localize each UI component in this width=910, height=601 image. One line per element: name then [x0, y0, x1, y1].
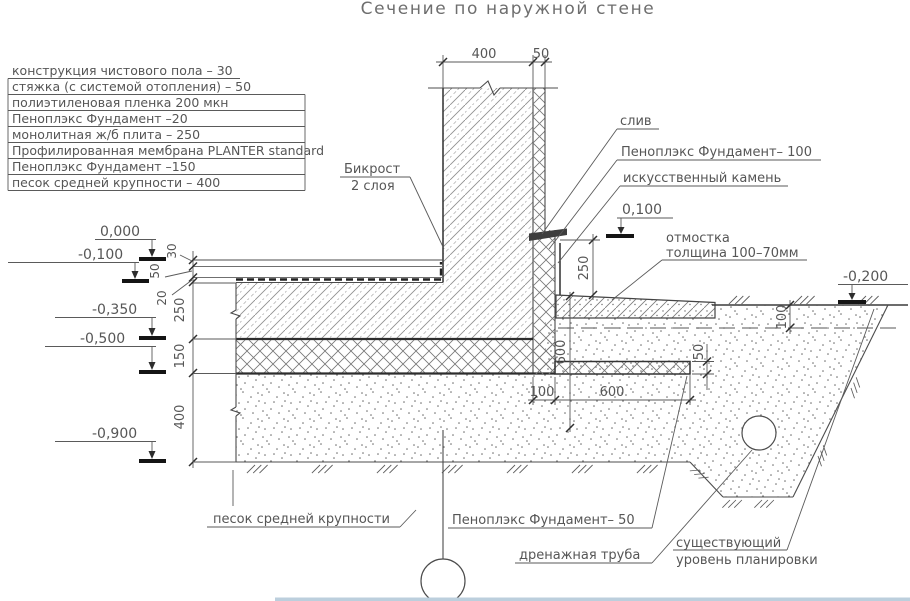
- left-cut-line: [229, 282, 242, 462]
- spec-row: Пеноплэкс Фундамент –20: [12, 111, 188, 126]
- spec-row: стяжка (с системой отопления) – 50: [12, 79, 251, 94]
- left-dimension-chain: 30 50 20 250 150 400: [148, 243, 236, 468]
- drawing-title: Сечение по наружной стене: [361, 0, 656, 19]
- depth-dimension-600: 600: [554, 291, 575, 433]
- callout-label: Бикрост: [344, 162, 401, 177]
- spec-row: полиэтиленовая пленка 200 мкн: [12, 95, 228, 110]
- floor-layer-lines: [193, 259, 443, 281]
- spec-row: конструкция чистового пола – 30: [12, 63, 233, 78]
- callout-penoplex-50: Пеноплэкс Фундамент– 50: [448, 375, 688, 529]
- dim-base-600: 600: [600, 385, 625, 400]
- dim-layer-20: 20: [155, 290, 169, 305]
- underslab-insulation-region: [236, 340, 555, 375]
- elevation-flag-m0350: -0,350: [55, 302, 166, 340]
- elevation-label: 0,100: [622, 202, 662, 218]
- callout-label: слив: [620, 114, 652, 129]
- footer-strip: [275, 597, 910, 601]
- dim-50: 50: [533, 47, 550, 62]
- callout-label: дренажная труба: [519, 548, 640, 563]
- plinth-dimension-250: 250: [560, 234, 600, 300]
- callout-label: песок средней крупности: [213, 512, 390, 527]
- elevation-label: -0,100: [78, 247, 123, 263]
- elevation-label: -0,500: [80, 331, 125, 347]
- wall-break-line: [428, 80, 558, 97]
- callout-label: существующий: [676, 536, 781, 551]
- sand-fill-region: [236, 305, 888, 497]
- callout-sand: песок средней крупности: [207, 470, 417, 528]
- callout-penoplex-100: Пеноплэкс Фундамент– 100: [548, 145, 821, 250]
- dim-base-100: 100: [530, 385, 555, 400]
- dim-skirt-50: 50: [692, 344, 707, 361]
- callout-label: искусственный камень: [623, 171, 781, 186]
- callout-existing-grade: существующий уровень планировки: [673, 308, 875, 568]
- callout-artificial-stone: искусственный камень: [557, 171, 788, 264]
- elevation-label: -0,350: [92, 302, 137, 318]
- skirt-dimension-50: 50: [692, 344, 714, 390]
- blind-area-region: [555, 294, 716, 319]
- dim-layer-30: 30: [165, 243, 179, 258]
- dim-layer-400: 400: [173, 405, 188, 430]
- spec-row: монолитная ж/б плита – 250: [12, 127, 200, 142]
- elevation-label: 0,000: [100, 224, 140, 240]
- wall-and-slab-region: [236, 88, 534, 374]
- plinth-insulation-strip: [533, 230, 556, 374]
- callout-otmostka: отмостка толщина 100–70мм: [611, 231, 807, 301]
- elevation-flag-m0200: -0,200: [838, 269, 908, 304]
- elevation-flag-p0100: 0,100: [606, 202, 673, 238]
- callout-bikrost: Бикрост 2 слоя: [340, 162, 445, 250]
- drain-pipe-circle: [741, 415, 777, 451]
- dim-plinth-250: 250: [577, 256, 592, 281]
- callout-drain-pipe: дренажная труба: [515, 449, 753, 564]
- wall-insulation-strip: [533, 88, 546, 232]
- elevation-flag-0000: 0,000: [95, 224, 166, 261]
- elevation-label: -0,900: [92, 426, 137, 442]
- spec-row: Профилированная мембрана PLANTER standar…: [12, 143, 324, 158]
- callout-label: отмостка: [666, 231, 730, 246]
- callout-sliv: слив: [541, 114, 659, 235]
- dim-layer-250: 250: [173, 298, 188, 323]
- elevation-flag-m0500: -0,500: [45, 331, 166, 374]
- base-dimension-100-600: 100 600: [528, 377, 696, 405]
- grade-dimension-100: 100: [775, 300, 795, 334]
- top-dimension: 400 50: [436, 47, 552, 88]
- dim-depth-600: 600: [554, 340, 569, 365]
- planter-membrane-line: [236, 262, 443, 281]
- dim-layer-50: 50: [148, 263, 162, 278]
- elevation-flag-m0100: -0,100: [8, 247, 149, 283]
- floor-spec-table: конструкция чистового пола – 30 стяжка (…: [7, 63, 324, 191]
- callout-label: Пеноплэкс Фундамент– 50: [452, 513, 635, 528]
- elevation-label: -0,200: [843, 269, 888, 285]
- dim-grade-100: 100: [775, 305, 790, 330]
- callout-label: Пеноплэкс Фундамент– 100: [621, 145, 812, 160]
- dim-layer-150: 150: [173, 344, 188, 369]
- drip-sill: [529, 228, 567, 241]
- dim-400: 400: [472, 47, 497, 62]
- callout-label: 2 слоя: [351, 179, 395, 194]
- callout-label: толщина 100–70мм: [666, 246, 799, 261]
- elevation-flag-m0900: -0,900: [55, 426, 166, 463]
- spec-row: песок средней крупности – 400: [12, 175, 220, 190]
- bottom-marker: [420, 430, 466, 601]
- skirt-insulation-region: [554, 360, 691, 375]
- callout-label: уровень планировки: [676, 553, 818, 568]
- spec-row: Пеноплэкс Фундамент –150: [12, 159, 196, 174]
